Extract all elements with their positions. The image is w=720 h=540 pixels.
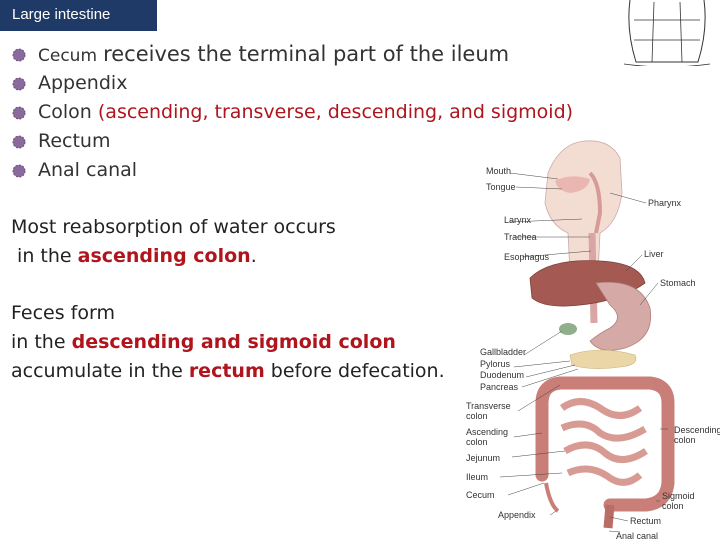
pancreas-shape — [569, 349, 637, 369]
bullet-icon — [12, 164, 26, 178]
pharynx-shape — [588, 171, 603, 234]
small-intestine-shape — [559, 398, 648, 486]
abdominal-regions-thumbnail — [623, 0, 711, 66]
label-liver: Liver — [644, 249, 664, 259]
bullet-anal-canal: Anal canal — [12, 156, 573, 185]
para2-line3-end: before defecation. — [264, 360, 445, 382]
para1-line2: in the ascending colon. — [11, 242, 336, 271]
label-descending-colon-1: Descending — [674, 425, 720, 435]
appendix-shape — [544, 482, 560, 513]
ascending-colon-emphasis: ascending colon — [77, 245, 251, 267]
bullet-list: Cecum receives the terminal part of the … — [12, 40, 573, 185]
para2-line2-text: in the — [11, 331, 72, 353]
para2-line2: in the descending and sigmoid colon — [11, 328, 445, 357]
label-sigmoid-colon-1: Sigmoid — [662, 491, 695, 501]
label-cecum: Cecum — [466, 490, 495, 500]
label-ascending-colon-2: colon — [466, 437, 488, 447]
label-anal-canal: Anal canal — [616, 531, 658, 540]
water-reabsorption-paragraph: Most reabsorption of water occurs in the… — [11, 213, 336, 271]
label-transverse-colon-2: colon — [466, 411, 488, 421]
para2-line3-text: accumulate in the — [11, 360, 189, 382]
descending-sigmoid-emphasis: descending and sigmoid colon — [71, 331, 396, 353]
para2-line3: accumulate in the rectum before defecati… — [11, 357, 445, 386]
para1-line2-text: in the — [11, 245, 78, 267]
label-pylorus: Pylorus — [480, 359, 511, 369]
bullet-appendix: Appendix — [12, 69, 573, 98]
label-pharynx: Pharynx — [648, 198, 682, 208]
label-gallbladder: Gallbladder — [480, 347, 526, 357]
head-outline — [544, 140, 623, 274]
digestive-system-figure: Mouth Tongue Larynx Trachea Esophagus Ga… — [450, 133, 720, 540]
label-mouth: Mouth — [486, 166, 511, 176]
label-trachea: Trachea — [504, 232, 537, 242]
label-sigmoid-colon-2: colon — [662, 501, 684, 511]
label-descending-colon-2: colon — [674, 435, 696, 445]
mouth-cavity — [555, 176, 590, 193]
para1-line1: Most reabsorption of water occurs — [11, 216, 336, 238]
label-esophagus: Esophagus — [504, 252, 550, 262]
cecum-term: Cecum — [38, 46, 98, 66]
large-intestine-shape — [535, 376, 675, 512]
colon-parts: (ascending, transverse, descending, and … — [97, 101, 574, 123]
label-stomach: Stomach — [660, 278, 696, 288]
label-duodenum: Duodenum — [480, 370, 524, 380]
label-larynx: Larynx — [504, 215, 532, 225]
bullet-cecum: Cecum receives the terminal part of the … — [12, 40, 573, 69]
para1-period: . — [250, 245, 257, 267]
label-rectum: Rectum — [630, 516, 661, 526]
bullet-icon — [12, 135, 26, 149]
gallbladder-shape — [559, 323, 577, 335]
rectum-emphasis: rectum — [188, 360, 265, 382]
bullet-rectum: Rectum — [12, 127, 573, 156]
cecum-description: receives the terminal part of the ileum — [103, 42, 510, 66]
slide-title: Large intestine — [0, 0, 157, 31]
feces-paragraph: Feces form in the descending and sigmoid… — [11, 299, 445, 386]
label-ascending-colon-1: Ascending — [466, 427, 508, 437]
label-ileum: Ileum — [466, 472, 488, 482]
label-pancreas: Pancreas — [480, 382, 519, 392]
label-jejunum: Jejunum — [466, 453, 500, 463]
colon-term: Colon — [38, 101, 92, 123]
bullet-icon — [12, 48, 26, 62]
rectum-shape — [603, 504, 615, 529]
bullet-icon — [12, 77, 26, 91]
bullet-icon — [12, 106, 26, 120]
rectum-term: Rectum — [38, 130, 111, 152]
label-appendix: Appendix — [498, 510, 536, 520]
label-transverse-colon-1: Transverse — [466, 401, 511, 411]
bullet-colon: Colon (ascending, transverse, descending… — [12, 98, 573, 127]
label-tongue: Tongue — [486, 182, 516, 192]
anal-canal-term: Anal canal — [38, 159, 138, 181]
appendix-term: Appendix — [38, 72, 128, 94]
para2-line1: Feces form — [11, 302, 115, 324]
